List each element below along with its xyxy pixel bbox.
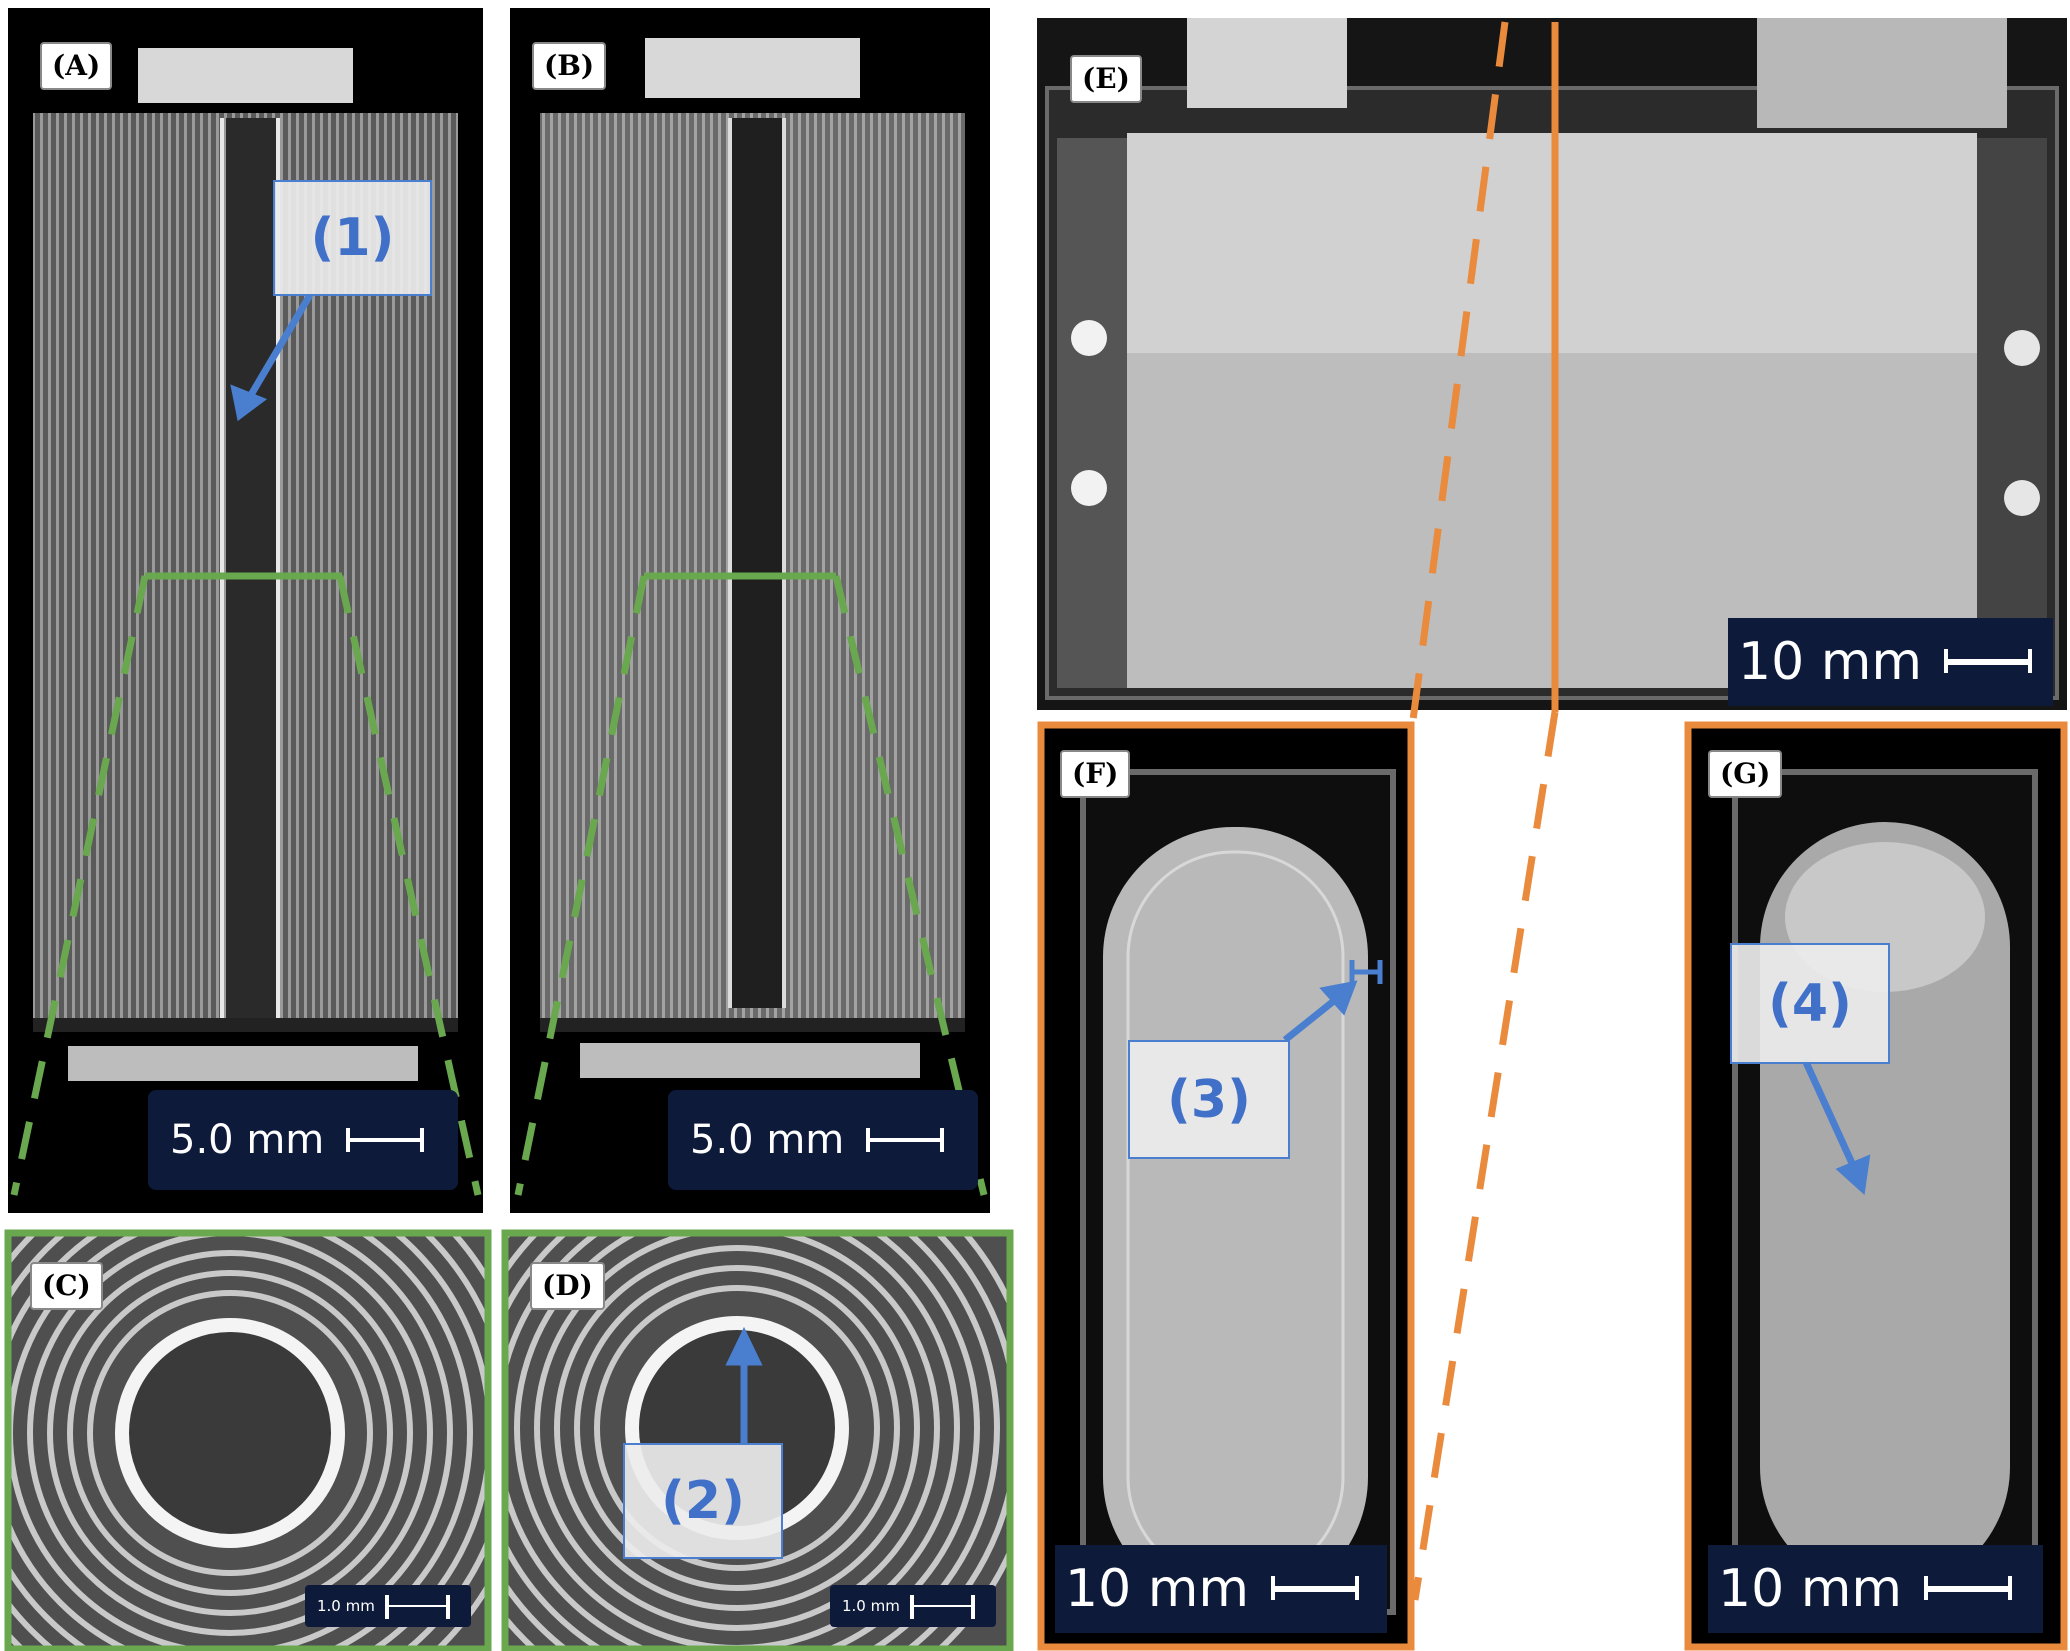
panel-c-label: (C) — [30, 1262, 103, 1310]
panel-b-image — [540, 38, 965, 1078]
scale-bar-b-line — [866, 1128, 945, 1152]
panel-d-label: (D) — [530, 1262, 605, 1310]
scale-bar-g-text: 10 mm — [1718, 1559, 1903, 1619]
scale-bar-f: 10 mm — [1055, 1545, 1387, 1633]
scale-bar-c-text: 1.0 mm — [317, 1597, 375, 1615]
scale-bar-b-text: 5.0 mm — [690, 1117, 845, 1163]
panel-f-label: (F) — [1060, 750, 1131, 798]
scale-bar-e-text: 10 mm — [1738, 632, 1923, 692]
scale-bar-g-line — [1924, 1576, 2013, 1600]
scale-bar-d-line — [909, 1595, 975, 1619]
callout-4: (4) — [1730, 943, 1890, 1064]
panel-b-cylindrical-cell-ct — [510, 8, 990, 1213]
callout-1: (1) — [273, 180, 432, 296]
scale-bar-d: 1.0 mm — [830, 1585, 996, 1627]
panel-e-label: (E) — [1070, 55, 1142, 103]
scale-bar-b: 5.0 mm — [668, 1090, 978, 1190]
scale-bar-a: 5.0 mm — [148, 1090, 458, 1190]
scale-bar-f-line — [1271, 1576, 1360, 1600]
callout-2: (2) — [623, 1443, 783, 1559]
scale-bar-e: 10 mm — [1728, 618, 2053, 706]
scale-bar-a-text: 5.0 mm — [170, 1117, 325, 1163]
panel-e-image — [1045, 18, 2059, 700]
panel-e-prismatic-cell-ct — [1037, 18, 2067, 710]
scale-bar-c-line — [384, 1595, 450, 1619]
panel-f-jellyroll-slice — [1043, 727, 1410, 1645]
panel-f-image — [1080, 769, 1396, 1615]
panel-g-image — [1732, 769, 2038, 1615]
scale-bar-a-line — [346, 1128, 425, 1152]
callout-3: (3) — [1128, 1040, 1290, 1159]
scale-bar-e-line — [1944, 649, 2033, 673]
panel-a-label: (A) — [40, 42, 113, 90]
panel-g-jellyroll-slice — [1690, 727, 2062, 1645]
scale-bar-f-text: 10 mm — [1065, 1559, 1250, 1619]
scale-bar-c: 1.0 mm — [305, 1585, 471, 1627]
panel-g-label: (G) — [1708, 750, 1783, 798]
panel-b-label: (B) — [532, 42, 607, 90]
scale-bar-d-text: 1.0 mm — [842, 1597, 900, 1615]
scale-bar-g: 10 mm — [1708, 1545, 2043, 1633]
